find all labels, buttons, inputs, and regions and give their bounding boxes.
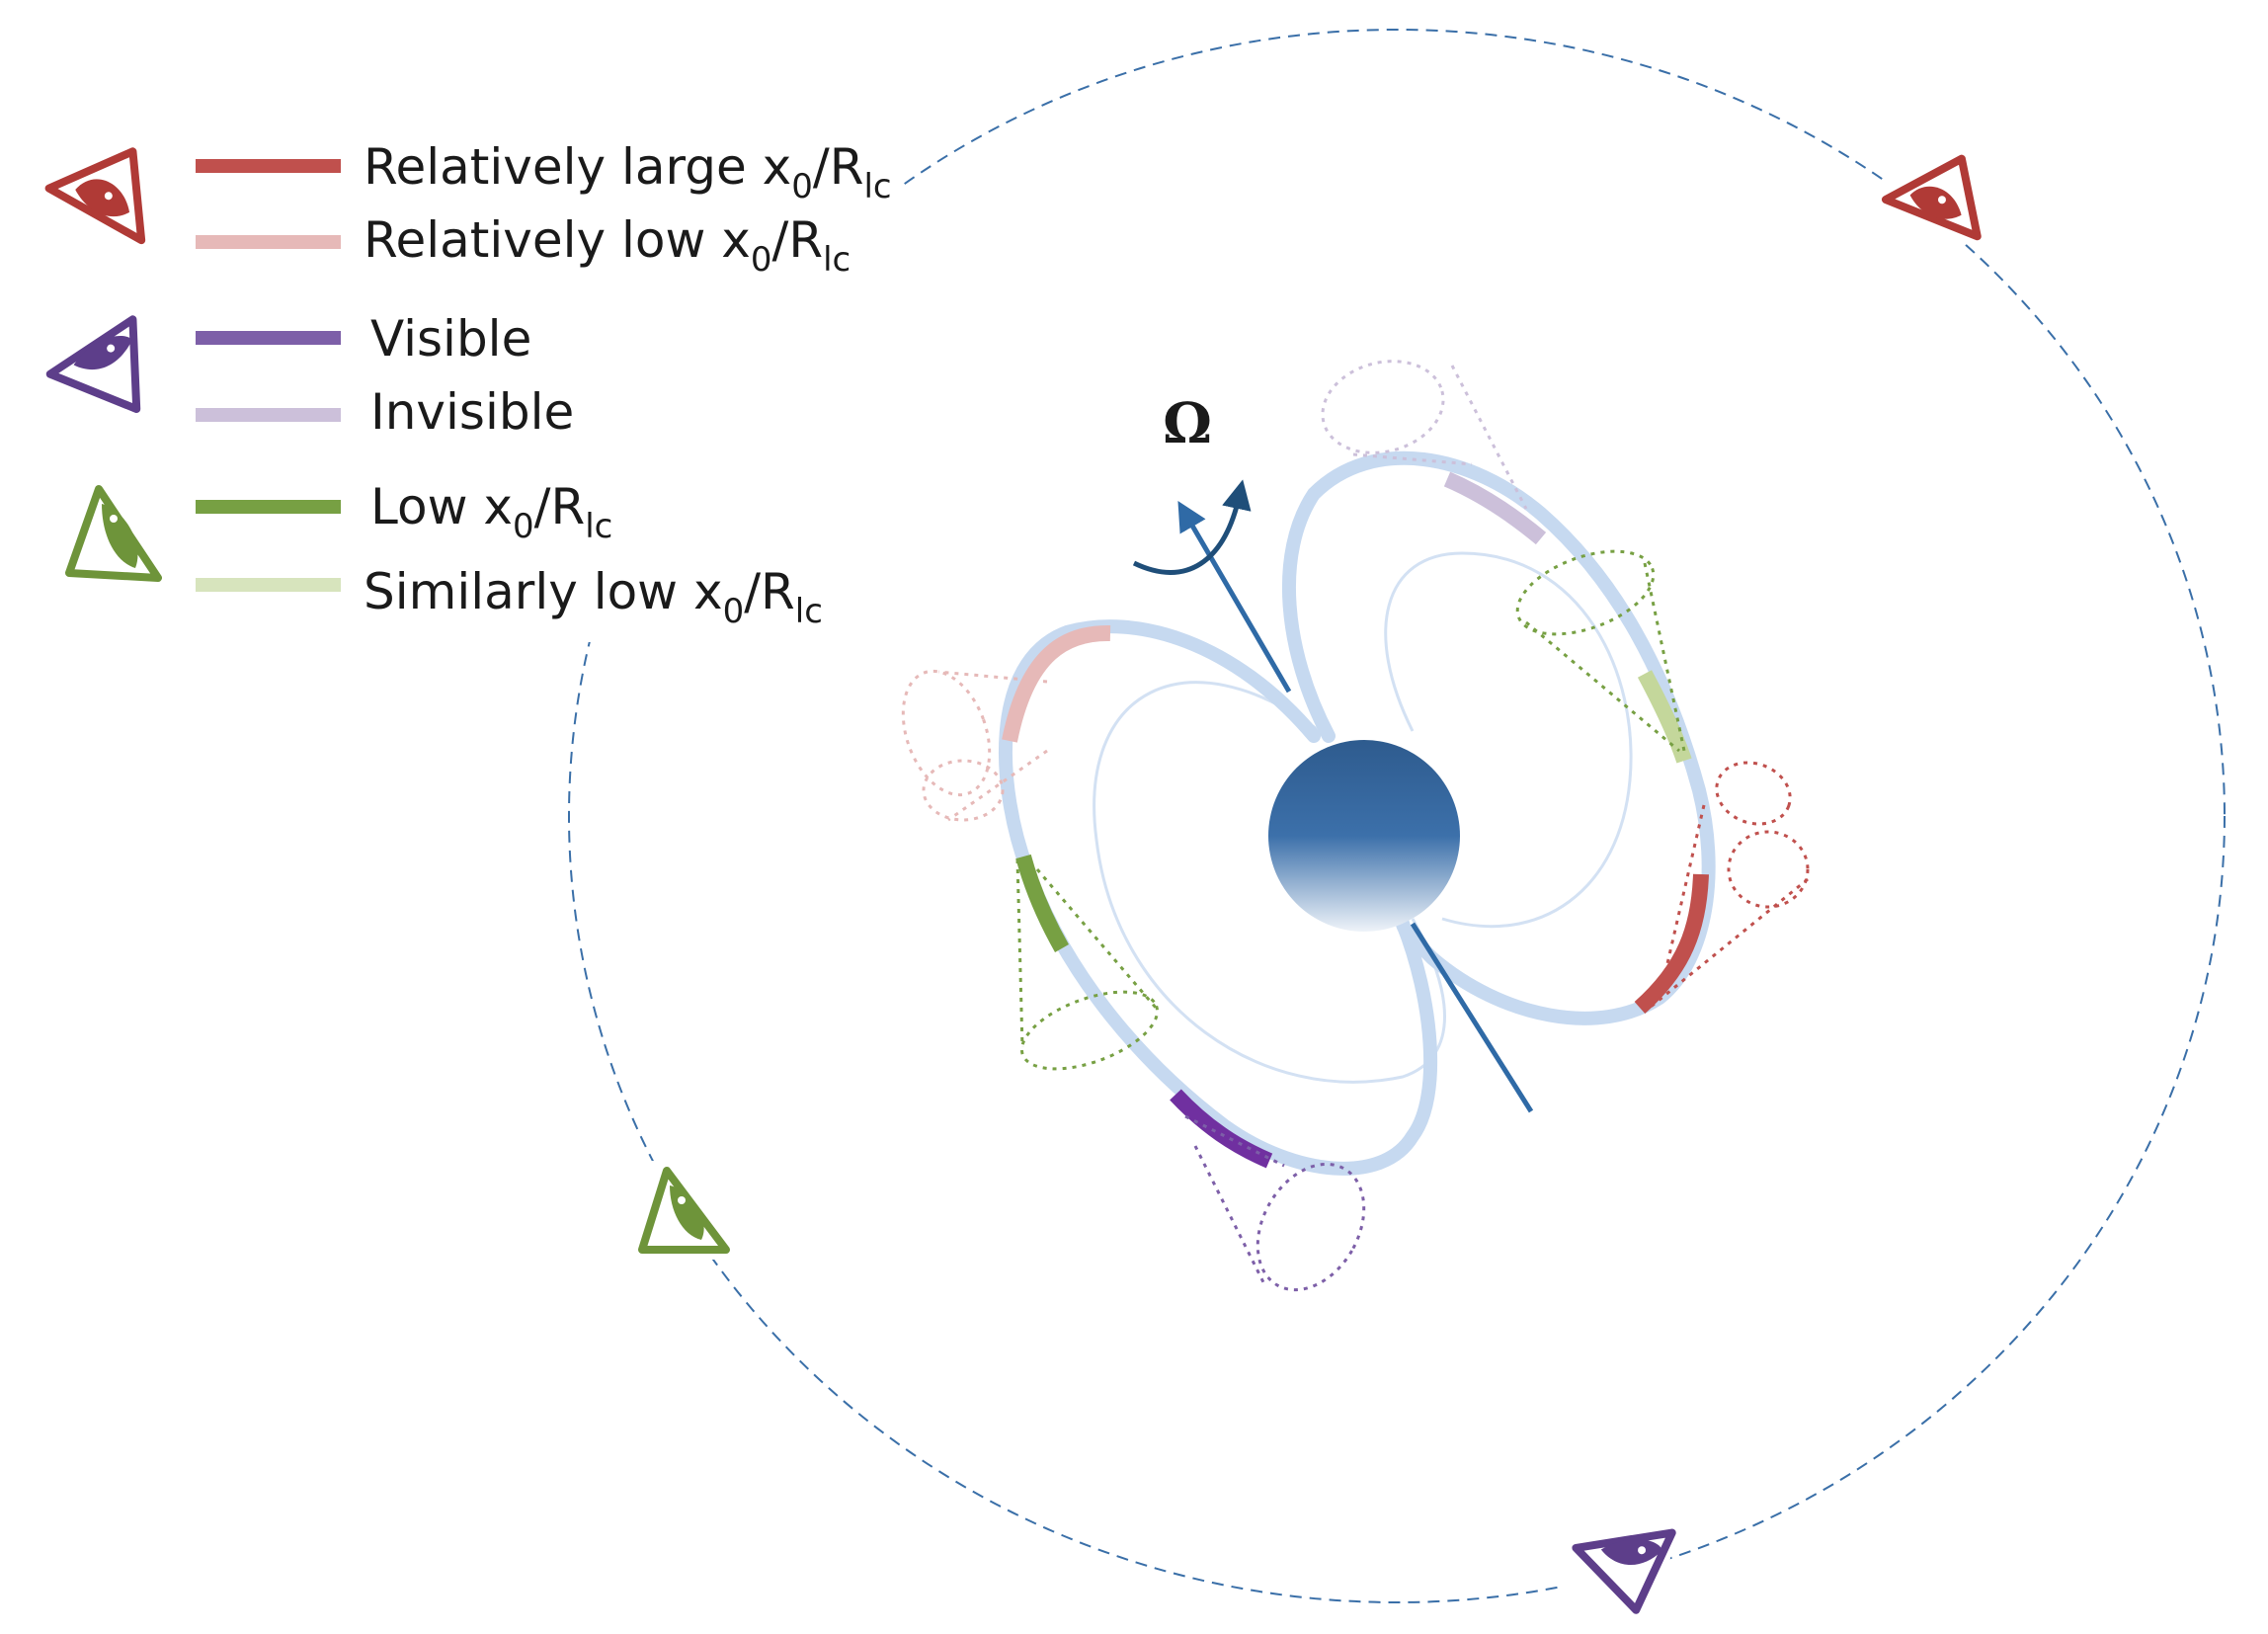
- legend-swatches: [196, 159, 341, 592]
- legend-labels: Relatively large x0/Rlc Relatively low x…: [364, 138, 892, 631]
- legend-label-visible: Visible: [370, 310, 531, 368]
- segment-green-light-right: [1637, 670, 1692, 764]
- inner-field-lines: [1093, 551, 1633, 1084]
- legend-background: [30, 119, 899, 642]
- neutron-star: [1268, 740, 1460, 932]
- cone-red-right: [1649, 761, 1810, 1010]
- emission-segments: [1002, 471, 1709, 1169]
- legend-eye-purple-icon: [45, 315, 141, 414]
- observer-orbit: [568, 29, 2226, 1603]
- legend-eye-red-icon: [44, 147, 146, 245]
- segment-red-light: [1002, 624, 1111, 743]
- segment-red-right: [1634, 873, 1709, 1014]
- cone-green-left: [1015, 858, 1160, 1071]
- cone-purple-bottom: [1184, 1114, 1366, 1292]
- magnetic-axis-top: [1177, 501, 1292, 694]
- cone-green-right: [1515, 549, 1686, 753]
- eye-green-icon: [632, 1161, 731, 1260]
- magnetic-axis: [1410, 922, 1534, 1113]
- legend-label-similarly-low: Similarly low x0/Rlc: [364, 563, 823, 631]
- segment-purple-invisible: [1443, 471, 1547, 545]
- segment-purple-visible: [1170, 1089, 1273, 1169]
- eye-purple-icon: [1559, 1499, 1680, 1615]
- eye-red-icon: [1881, 141, 1993, 261]
- legend-label-invisible: Invisible: [370, 383, 574, 441]
- legend-label-relatively-large: Relatively large x0/Rlc: [364, 138, 892, 206]
- rotation-omega-label: Ω: [1163, 391, 1212, 456]
- cone-purple-top: [1321, 360, 1528, 510]
- legend-label-low: Low x0/Rlc: [370, 478, 612, 546]
- legend-label-relatively-low: Relatively low x0/Rlc: [364, 211, 850, 280]
- legend-eye-green-icon: [65, 485, 162, 582]
- rotation-arrow: [1132, 479, 1252, 575]
- cone-red-light-left: [901, 669, 1048, 822]
- emission-cones: [901, 360, 1810, 1292]
- segment-green-left: [1015, 854, 1069, 952]
